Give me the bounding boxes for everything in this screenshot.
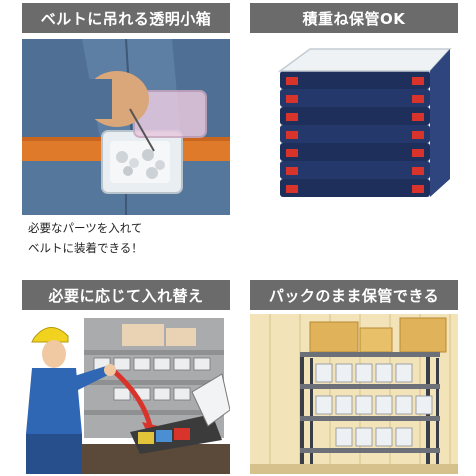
caption-line: ベルトに装着できる！ <box>28 241 143 255</box>
storage-rack-illustration <box>250 314 458 474</box>
panel-stacking: 積重ね保管OK <box>250 0 458 270</box>
panel-title: パックのまま保管できる <box>250 280 458 310</box>
panel-title: ベルトに吊れる透明小箱 <box>22 3 230 33</box>
panel-belt-box: ベルトに吊れる透明小箱 必要なパ <box>22 0 230 270</box>
panel-title: 必要に応じて入れ替え <box>22 280 230 310</box>
panel-pack-storage: パックのまま保管できる <box>250 280 458 476</box>
belt-photo <box>22 39 230 215</box>
stacked-cases-photo <box>250 39 458 219</box>
worker-illustration <box>22 314 230 474</box>
belt-caption: 必要なパーツを入れて ベルトに装着できる！ <box>28 218 228 258</box>
panel-swap: 必要に応じて入れ替え <box>22 280 230 476</box>
panel-title: 積重ね保管OK <box>250 3 458 33</box>
caption-line: 必要なパーツを入れて <box>28 221 143 235</box>
